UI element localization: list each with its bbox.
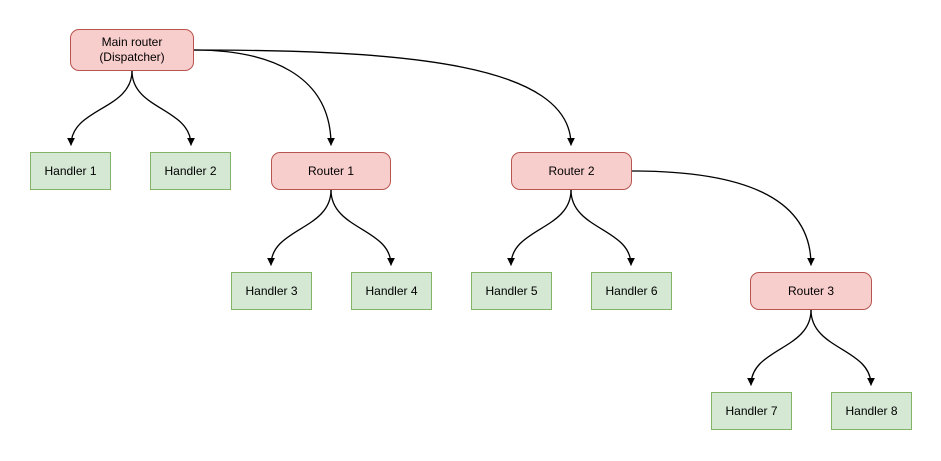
node-handler-8[interactable]: Handler 8 (831, 392, 912, 430)
edge-router-3-to-handler-7 (747, 309, 812, 386)
node-handler-2[interactable]: Handler 2 (150, 152, 231, 190)
edge-main-to-handler-1 (67, 70, 133, 146)
node-handler-7[interactable]: Handler 7 (711, 392, 792, 430)
edge-router-2-to-router-3 (631, 170, 815, 266)
edge-router-2-to-handler-6 (570, 189, 635, 266)
edge-main-to-handler-2 (131, 70, 195, 146)
edge-router-3-to-handler-8 (810, 309, 875, 386)
edge-router-1-to-handler-3 (267, 189, 332, 266)
edge-router-2-to-handler-5 (507, 189, 572, 266)
edge-main-to-router-1 (193, 49, 335, 146)
node-handler-4[interactable]: Handler 4 (351, 272, 432, 310)
node-handler-1[interactable]: Handler 1 (30, 152, 111, 190)
node-handler-5[interactable]: Handler 5 (471, 272, 552, 310)
node-handler-6[interactable]: Handler 6 (591, 272, 672, 310)
connector-group (67, 49, 875, 386)
node-router-3[interactable]: Router 3 (750, 272, 872, 310)
edge-router-1-to-handler-4 (330, 189, 395, 266)
node-router-2[interactable]: Router 2 (511, 152, 632, 190)
node-handler-3[interactable]: Handler 3 (231, 272, 312, 310)
edge-main-to-router-2 (193, 49, 575, 146)
node-router-1[interactable]: Router 1 (271, 152, 391, 190)
node-main-router[interactable]: Main router (Dispatcher) (70, 29, 194, 71)
